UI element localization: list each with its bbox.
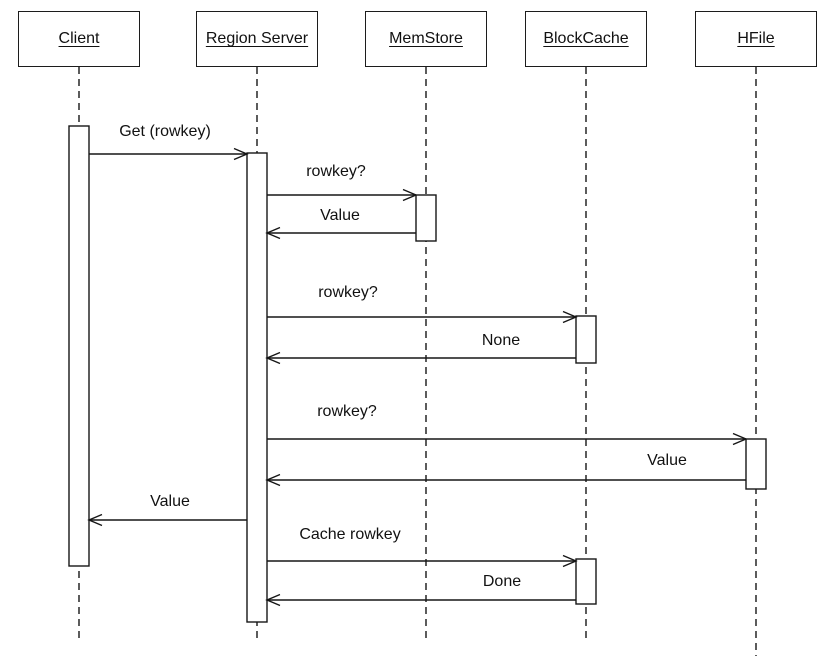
participant-label-memstore: MemStore	[389, 30, 463, 47]
message-arrow-0	[89, 147, 249, 161]
participant-label-client: Client	[58, 30, 100, 47]
activation-bar-blockcache-5	[575, 558, 597, 605]
message-arrow-8	[267, 554, 578, 568]
participant-box-hfile: HFile	[695, 11, 817, 67]
open-arrowhead-icon	[265, 593, 281, 607]
participant-box-memstore: MemStore	[365, 11, 487, 67]
message-arrow-7	[87, 513, 247, 527]
open-arrowhead-icon	[562, 310, 578, 324]
participant-box-region_server: Region Server	[196, 11, 318, 67]
message-arrow-1	[267, 188, 418, 202]
open-arrowhead-icon	[402, 188, 418, 202]
open-arrowhead-icon	[265, 351, 281, 365]
message-arrow-3	[267, 310, 578, 324]
open-arrowhead-icon	[265, 226, 281, 240]
message-label-5: rowkey?	[317, 403, 377, 420]
open-arrowhead-icon	[732, 432, 748, 446]
message-label-7: Value	[150, 493, 190, 510]
message-arrow-6	[265, 473, 746, 487]
message-label-4: None	[481, 332, 521, 349]
message-arrow-4	[265, 351, 576, 365]
participant-label-region_server: Region Server	[205, 30, 309, 47]
open-arrowhead-icon	[265, 473, 281, 487]
participant-label-blockcache: BlockCache	[543, 30, 629, 47]
message-label-0: Get (rowkey)	[119, 123, 211, 140]
participant-box-blockcache: BlockCache	[525, 11, 647, 67]
activation-bar-memstore-2	[415, 194, 437, 242]
message-label-1: rowkey?	[306, 163, 366, 180]
open-arrowhead-icon	[233, 147, 249, 161]
participant-label-hfile: HFile	[737, 30, 775, 47]
activation-bar-region_server-1	[246, 152, 268, 623]
message-label-2: Value	[320, 207, 360, 224]
activation-bar-client-0	[68, 125, 90, 567]
open-arrowhead-icon	[87, 513, 103, 527]
message-label-6: Value	[647, 452, 687, 469]
message-label-8: Cache rowkey	[299, 526, 401, 543]
participant-box-client: Client	[18, 11, 140, 67]
message-label-9: Done	[482, 573, 522, 590]
message-arrow-9	[265, 593, 576, 607]
activation-bar-blockcache-3	[575, 315, 597, 364]
activation-bar-hfile-4	[745, 438, 767, 490]
message-arrow-5	[267, 432, 748, 446]
open-arrowhead-icon	[562, 554, 578, 568]
message-arrow-2	[265, 226, 416, 240]
message-label-3: rowkey?	[318, 284, 378, 301]
